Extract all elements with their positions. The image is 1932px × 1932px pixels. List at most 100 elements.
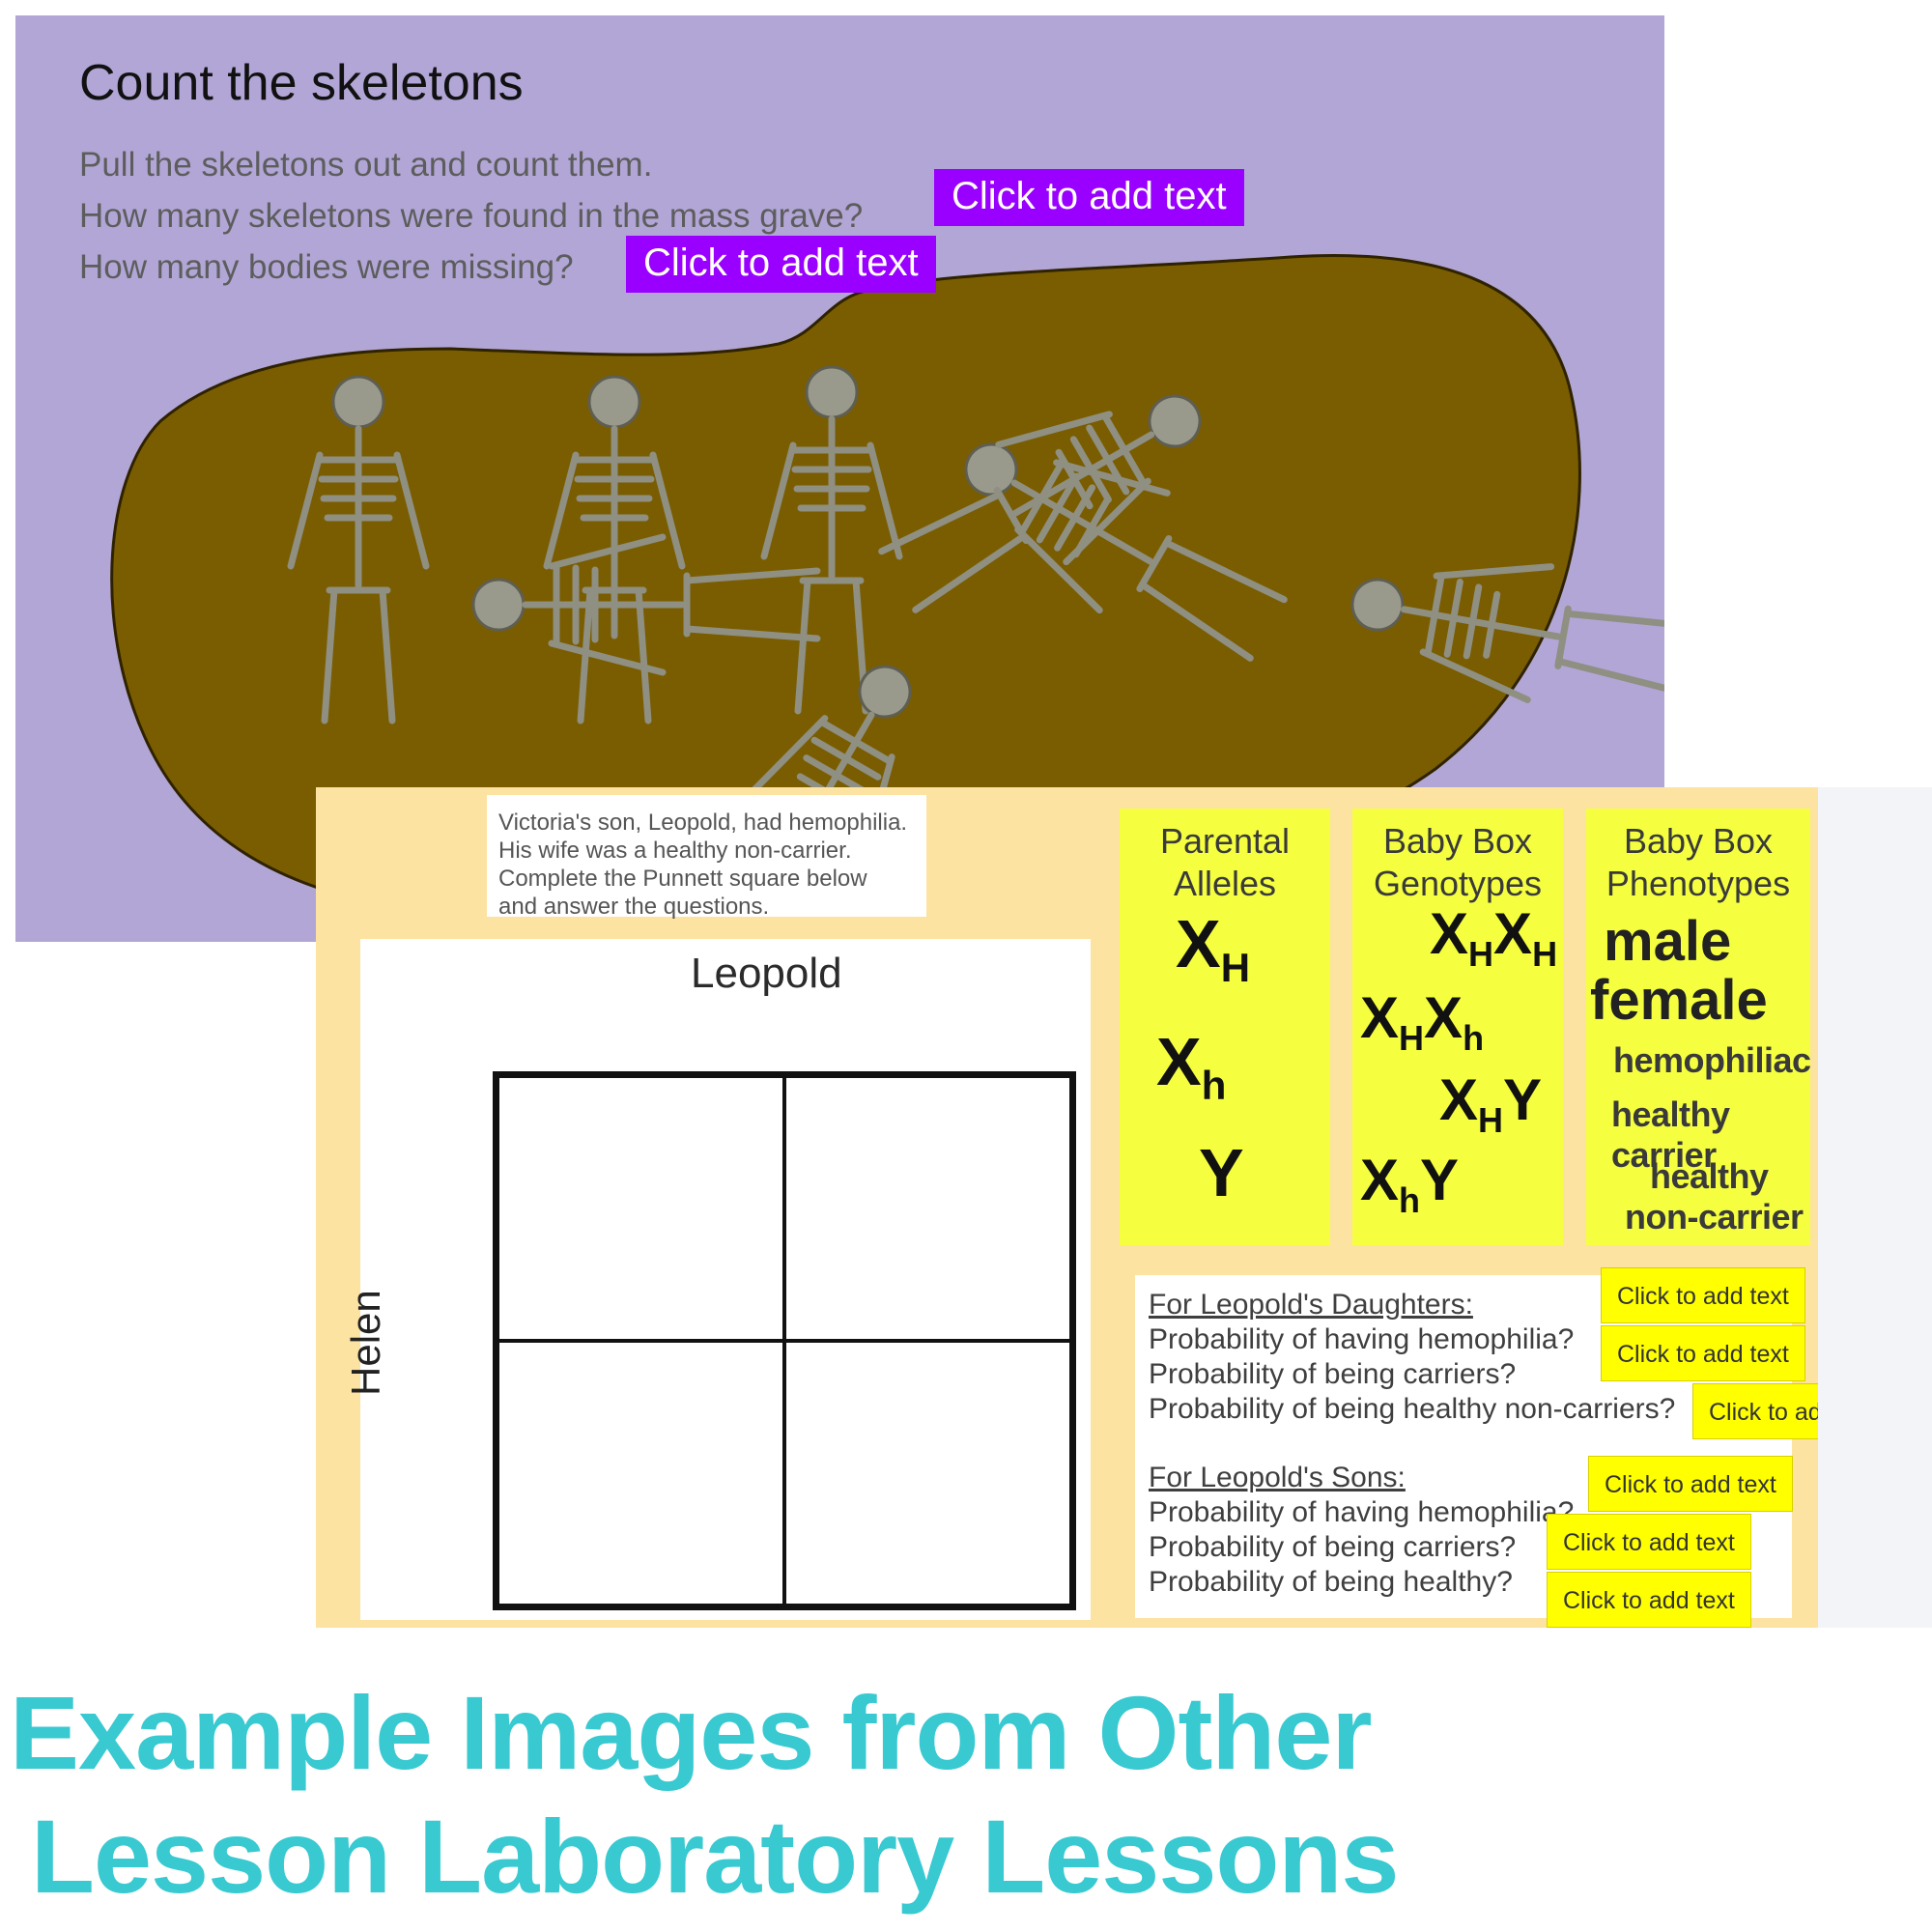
phenotype-token[interactable]: non-carrier <box>1625 1197 1804 1236</box>
skull-shape <box>471 578 526 632</box>
answer-missing-bodies-textbox[interactable]: Click to add text <box>626 236 936 293</box>
daughters-question: Probability of being healthy non-carrier… <box>1149 1393 1676 1425</box>
genotype-token[interactable]: XHXH <box>1430 901 1558 974</box>
mass-grave-illustration <box>110 254 1664 942</box>
daughters-question: Probability of having hemophilia? <box>1149 1323 1575 1355</box>
phenotypes-panel: Baby Box Phenotypes male female hemophil… <box>1586 809 1811 1245</box>
allele-token[interactable]: XH <box>1176 906 1251 990</box>
alleles-title-line: Alleles <box>1173 864 1277 903</box>
answer-sons-hemophilia-textbox[interactable]: Click to add text <box>1588 1456 1793 1512</box>
skull-shape <box>587 375 641 429</box>
bone-shape <box>1069 436 1112 503</box>
bone-shape <box>878 491 1004 555</box>
phenotype-token[interactable]: healthy <box>1650 1156 1769 1196</box>
question-skeleton-count: How many skeletons were found in the mas… <box>79 197 864 235</box>
phenotype-token[interactable]: hemophiliac <box>1613 1040 1811 1080</box>
sons-heading: For Leopold's Sons: <box>1149 1462 1406 1493</box>
bone-shape <box>393 451 430 570</box>
alleles-title-line: Parental <box>1159 821 1291 861</box>
genotype-token[interactable]: XHY <box>1439 1067 1543 1140</box>
bone-shape <box>803 754 870 797</box>
father-label: Leopold <box>691 950 842 997</box>
phenotype-token[interactable]: healthy carrier <box>1611 1094 1730 1175</box>
intro-line: Complete the Punnett square below <box>498 866 867 892</box>
bone-shape <box>635 586 652 724</box>
skeleton-figure[interactable] <box>287 375 430 724</box>
allele-token[interactable]: Xh <box>1156 1024 1227 1108</box>
genotypes-title-line: Baby Box <box>1382 821 1533 861</box>
bone-shape <box>1011 431 1155 517</box>
intro-line: and answer the questions. <box>498 894 770 920</box>
daughters-heading: For Leopold's Daughters: <box>1149 1289 1473 1321</box>
bone-shape <box>649 451 686 570</box>
bone-shape <box>1010 479 1154 565</box>
bone-shape <box>995 411 1113 448</box>
bone-shape <box>379 586 396 724</box>
punnett-cell-top-left[interactable] <box>497 1076 784 1341</box>
answer-sons-healthy-textbox[interactable]: Click to add text <box>1547 1572 1751 1628</box>
bone-shape <box>1101 412 1148 488</box>
answer-skeleton-count-textbox[interactable]: Click to add text <box>934 169 1244 226</box>
answer-sons-carriers-textbox[interactable]: Click to add text <box>1547 1514 1751 1570</box>
bone-shape <box>810 736 882 781</box>
answer-daughters-carriers-textbox[interactable]: Click to add text <box>1601 1325 1805 1381</box>
skeleton-figure[interactable] <box>471 533 821 676</box>
bone-shape <box>794 577 811 715</box>
genotype-token[interactable]: XhY <box>1360 1148 1460 1220</box>
bone-shape <box>548 533 667 570</box>
bone-shape <box>993 487 1030 544</box>
sons-question: Probability of being carriers? <box>1149 1531 1517 1563</box>
phenotypes-title-line: Phenotypes <box>1605 864 1791 903</box>
bone-shape <box>1401 606 1562 640</box>
parental-alleles-panel: Parental Alleles XH Xh Y <box>1120 809 1330 1245</box>
bone-shape <box>1554 605 1572 669</box>
bone-shape <box>683 625 821 642</box>
genotype-token[interactable]: XHXh <box>1360 985 1485 1058</box>
punnett-cell-top-right[interactable] <box>784 1076 1071 1341</box>
bone-shape <box>1055 448 1094 510</box>
punnett-cell-bottom-right[interactable] <box>784 1341 1071 1605</box>
punnett-slide: Victoria's son, Leopold, had hemophilia.… <box>316 787 1818 1628</box>
skeleton-figure[interactable] <box>1341 534 1664 727</box>
bone-shape <box>1433 563 1555 580</box>
answer-daughters-noncarriers-textbox[interactable]: Click to add text <box>1692 1383 1818 1439</box>
bone-shape <box>867 441 903 560</box>
bone-shape <box>1036 472 1080 544</box>
daughters-question: Probability of being carriers? <box>1149 1358 1517 1390</box>
bone-shape <box>1563 610 1664 631</box>
bone-shape <box>1136 535 1173 592</box>
phenotype-token[interactable]: male <box>1604 910 1732 973</box>
bone-shape <box>760 441 797 560</box>
phenotype-token[interactable]: female <box>1590 969 1768 1032</box>
answer-daughters-hemophilia-textbox[interactable]: Click to add text <box>1601 1267 1805 1323</box>
punnett-square <box>493 1071 1076 1610</box>
phenotypes-title-line: Baby Box <box>1623 821 1774 861</box>
sons-question: Probability of being healthy? <box>1149 1566 1513 1598</box>
grave-pit <box>110 254 1581 921</box>
bone-shape <box>543 451 580 570</box>
skeleton-slide: Count the skeletons Pull the skeletons o… <box>15 15 1664 942</box>
bone-shape <box>321 586 338 724</box>
intro-text-box: Victoria's son, Leopold, had hemophilia.… <box>487 795 926 920</box>
bone-shape <box>1463 583 1483 660</box>
bone-shape <box>287 451 324 570</box>
bone-shape <box>1138 581 1254 662</box>
allele-token[interactable]: Y <box>1199 1135 1244 1210</box>
bone-shape <box>1014 526 1103 614</box>
skeleton-figure[interactable] <box>865 350 1230 639</box>
bone-shape <box>1424 573 1445 657</box>
intro-line: Victoria's son, Leopold, had hemophilia. <box>498 810 908 836</box>
slide-edge-panel <box>1818 787 1932 1628</box>
bone-shape <box>1483 590 1501 659</box>
heading-line-2: Lesson Laboratory Lessons <box>31 1798 1399 1915</box>
bone-shape <box>1162 539 1288 604</box>
bone-shape <box>1086 424 1130 496</box>
skeleton-pile <box>287 350 1664 942</box>
punnett-cell-bottom-left[interactable] <box>497 1341 784 1605</box>
bone-shape <box>683 567 821 584</box>
bone-shape <box>1063 477 1151 566</box>
punnett-area <box>360 939 1091 1620</box>
bone-shape <box>740 715 829 804</box>
intro-line: His wife was a healthy non-carrier. <box>498 838 852 864</box>
skull-shape <box>805 365 859 419</box>
